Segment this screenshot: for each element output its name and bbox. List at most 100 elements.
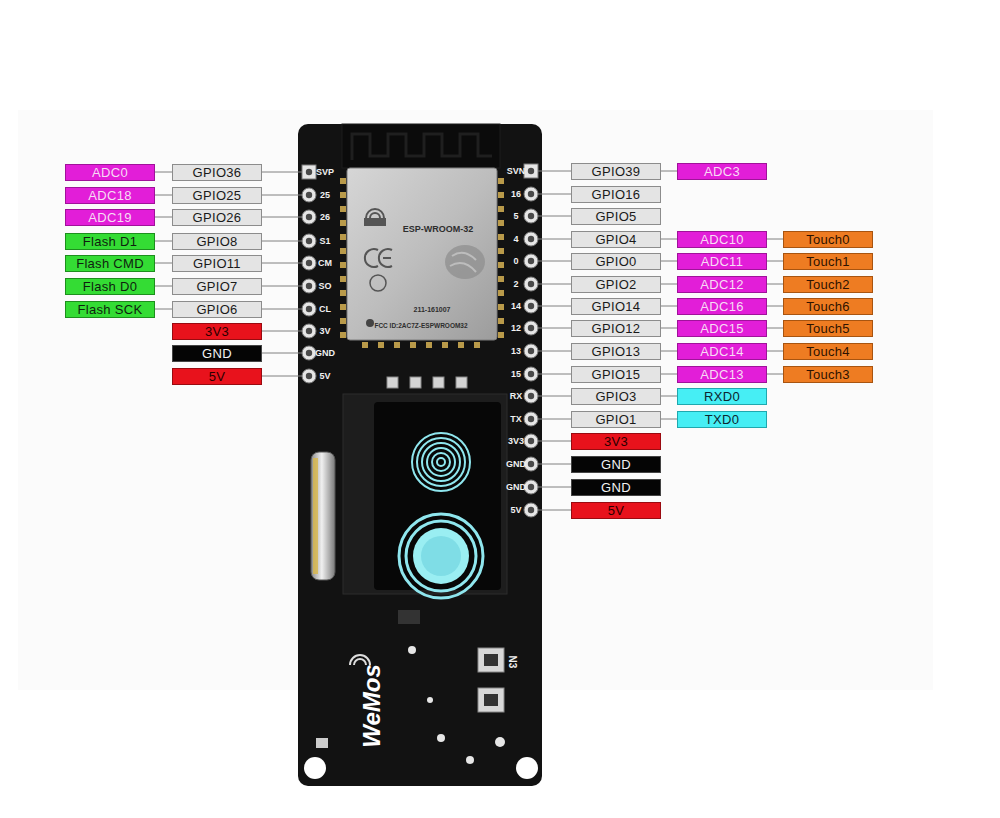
flash-box: Flash SCK: [65, 301, 155, 318]
adc-box: ADC11: [677, 253, 767, 270]
pin-name: GPIO36: [193, 165, 242, 180]
pin-name: ADC15: [700, 321, 743, 336]
silk-label: 12: [511, 324, 521, 333]
silk-label: 5V: [510, 506, 521, 515]
battery-holder: [313, 458, 318, 574]
pin-name: GPIO11: [193, 256, 241, 271]
connector-line: [155, 217, 172, 218]
connector-line: [661, 171, 677, 172]
header-pin: [302, 369, 316, 383]
pin-name: GPIO15: [592, 367, 641, 382]
antenna-trace: [352, 134, 492, 160]
pin-name: TXD0: [705, 412, 739, 427]
adc-box: ADC19: [65, 209, 155, 226]
touch-box: Touch0: [783, 231, 873, 248]
pin-name: ADC13: [700, 367, 743, 382]
pin-name: GPIO1: [595, 412, 636, 427]
header-pins-left: [302, 165, 316, 383]
power-box: 3V3: [571, 433, 661, 450]
silk-label: 25: [320, 191, 330, 200]
pin-name: ADC16: [700, 299, 743, 314]
header-pin: [302, 210, 316, 224]
silk-label: 3V3: [508, 437, 524, 446]
connector-line: [767, 239, 783, 240]
pin-name: GPIO0: [595, 254, 636, 269]
pin-name: Touch5: [806, 321, 850, 336]
header-pin: [302, 302, 316, 316]
connector-line: [661, 261, 677, 262]
power-box: 3V3: [172, 323, 262, 340]
connector-line: [661, 396, 677, 397]
espressif-logo: [450, 253, 476, 272]
silk-label: 2: [513, 280, 518, 289]
connector-line: [155, 241, 172, 242]
touch-box: Touch6: [783, 298, 873, 315]
mount-hole: [304, 757, 326, 779]
adc-box: ADC15: [677, 320, 767, 337]
gpio-box: GPIO12: [571, 320, 661, 337]
gpio-box: GPIO25: [172, 187, 262, 204]
pin-name: Touch6: [806, 299, 850, 314]
gpio-box: GPIO7: [172, 278, 262, 295]
pin-name: GND: [601, 480, 631, 495]
ground-box: GND: [571, 479, 661, 496]
flash-box: Flash D1: [65, 233, 155, 250]
header-pin: [524, 344, 538, 358]
silk-label: CL: [319, 305, 331, 314]
brand-logo: WeMos: [360, 664, 384, 748]
header-pin: [524, 457, 538, 471]
silk-label: 16: [511, 190, 521, 199]
header-pin: [302, 234, 316, 248]
pin-name: Touch1: [806, 254, 850, 269]
battery-holder: [311, 452, 335, 580]
power-box: 5V: [571, 502, 661, 519]
power-box: 5V: [172, 368, 262, 385]
gpio-box: GPIO8: [172, 233, 262, 250]
connector-line: [155, 172, 172, 173]
connector-line: [767, 328, 783, 329]
push-button: [478, 688, 504, 712]
pin-name: GPIO7: [196, 279, 237, 294]
fcc-id: FCC ID:2AC7Z-ESPWROOM32: [374, 323, 467, 330]
header-pin: [302, 165, 316, 179]
adc-box: ADC16: [677, 298, 767, 315]
pin-name: ADC0: [92, 165, 128, 180]
silk-label: 5: [513, 212, 518, 221]
header-pins-right: [524, 164, 538, 517]
pin-name: Flash CMD: [76, 256, 144, 271]
connector-line: [767, 351, 783, 352]
header-pin: [524, 503, 538, 517]
silk-label: GND: [506, 460, 526, 469]
pin-name: ADC3: [704, 164, 740, 179]
pin-name: ADC11: [701, 254, 743, 269]
wifi-mark: [370, 213, 380, 218]
adc-box: ADC3: [677, 163, 767, 180]
pin-name: GPIO3: [595, 389, 636, 404]
vias: [408, 646, 505, 764]
header-pin: [524, 367, 538, 381]
adc-box: ADC14: [677, 343, 767, 360]
module-name: ESP-WROOM-32: [403, 225, 474, 234]
silk-label: RX: [510, 392, 523, 401]
header-pin: [524, 389, 538, 403]
antenna-area: [342, 124, 500, 168]
connector-line: [661, 351, 677, 352]
header-pin: [524, 187, 538, 201]
silk-label: GND: [315, 349, 335, 358]
pcb: [298, 124, 542, 786]
adc-box: ADC0: [65, 164, 155, 181]
flash-box: Flash D0: [65, 278, 155, 295]
pin-name: ADC19: [88, 210, 131, 225]
pin-name: 5V: [209, 369, 226, 384]
pin-name: Touch2: [806, 277, 850, 292]
pin-name: Touch3: [806, 367, 850, 382]
connector-line: [661, 284, 677, 285]
silk-label: SO: [318, 282, 331, 291]
header-pin: [524, 209, 538, 223]
gpio-box: GPIO15: [571, 366, 661, 383]
oled-disc: [399, 514, 483, 598]
push-button: [478, 648, 504, 672]
pin-name: GPIO8: [196, 234, 237, 249]
